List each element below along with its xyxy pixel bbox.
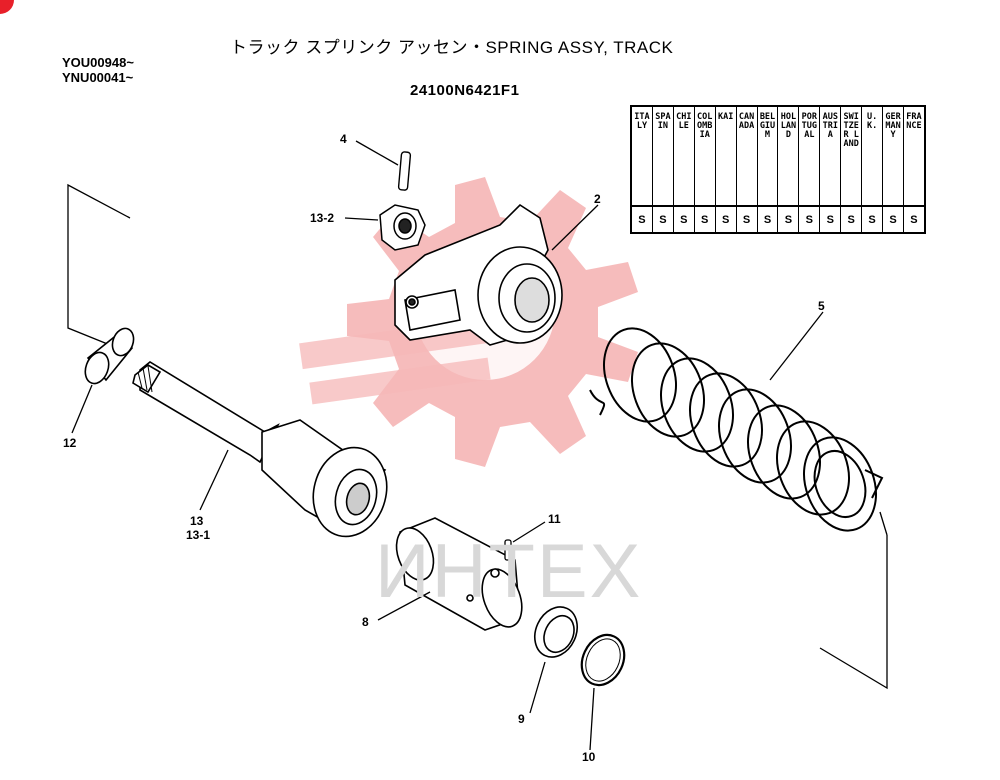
serial-range-1: YOU00948~ — [62, 55, 134, 70]
country-name: KAI — [715, 107, 736, 207]
callout-11: 11 — [548, 512, 561, 526]
country-value: S — [701, 213, 709, 226]
callout-8: 8 — [362, 615, 369, 629]
country-name: GERMANY — [883, 107, 903, 207]
watermark-text: ИНТЕХ — [375, 529, 643, 614]
country-column: U.K. S — [862, 107, 884, 232]
diagram-title: トラック スプリンク アッセン・SPRING ASSY, TRACK — [230, 38, 674, 57]
country-value: S — [659, 213, 667, 226]
serial-range: YOU00948~ YNU00041~ — [62, 55, 134, 85]
callout-10: 10 — [582, 750, 596, 764]
country-name: HOLLAND — [778, 107, 799, 207]
country-value: S — [680, 213, 688, 226]
country-column: BELGIUM S — [757, 107, 779, 232]
country-name: ITALY — [632, 107, 652, 207]
country-name: PORTUGAL — [799, 107, 820, 207]
country-value: S — [826, 213, 834, 226]
part-9-washer — [534, 606, 578, 658]
callout-9: 9 — [518, 712, 525, 726]
part-12-collar — [84, 327, 135, 385]
country-name: AUSTRIA — [820, 107, 841, 207]
country-value: S — [763, 213, 772, 226]
country-name: U.K. — [862, 107, 883, 207]
country-column: FRANCE S — [903, 107, 924, 232]
corner-mark-icon — [0, 0, 14, 14]
callout-12: 12 — [63, 436, 77, 450]
country-column: CANADA S — [736, 107, 758, 232]
part-8-pin — [395, 517, 523, 631]
callout-2: 2 — [594, 192, 601, 206]
country-column: GERMANY S — [883, 107, 904, 232]
country-name: CANADA — [736, 107, 757, 207]
callout-4: 4 — [340, 132, 347, 146]
country-column: HOLLAND S — [778, 107, 800, 232]
serial-range-2: YNU00041~ — [62, 70, 134, 85]
country-value: S — [721, 213, 730, 226]
country-name: SPAIN — [652, 107, 673, 207]
country-value: S — [742, 213, 751, 226]
country-value: S — [784, 213, 793, 226]
country-name: SWITZER LAND — [841, 107, 862, 207]
callout-13: 13 — [190, 514, 204, 528]
country-column: KAI S — [715, 107, 737, 232]
part-11-spring-pin — [504, 539, 512, 561]
callout-13-2: 13-2 — [310, 211, 335, 225]
country-column: AUSTRIA S — [820, 107, 842, 232]
part-4-pin — [397, 151, 412, 191]
part-13-2-nut — [379, 204, 426, 251]
part-10-snap-ring — [580, 633, 626, 687]
country-column: CHILE S — [673, 107, 695, 232]
country-value: S — [910, 213, 918, 226]
country-applicability-table: ITALY S SPAIN S CHILE S COLOMBIA S KAI S CANA… — [630, 105, 926, 234]
assembly-part-number: 24100N6421F1 — [410, 82, 520, 99]
country-column: SWITZER LAND S — [841, 107, 863, 232]
part-13-rod — [132, 361, 388, 538]
country-value: S — [638, 213, 646, 226]
part-2-yoke — [394, 203, 563, 346]
country-name: FRANCE — [903, 107, 924, 207]
country-column: ITALY S — [632, 107, 653, 232]
country-column: PORTUGAL S — [799, 107, 821, 232]
country-value: S — [868, 213, 876, 226]
country-value: S — [889, 213, 897, 226]
country-value: S — [805, 213, 813, 226]
callout-13-1: 13-1 — [186, 528, 211, 542]
country-value: S — [847, 213, 855, 226]
country-column: COLOMBIA S — [694, 107, 716, 232]
part-5-spring — [589, 327, 884, 532]
country-column: SPAIN S — [652, 107, 674, 232]
country-name: CHILE — [673, 107, 694, 207]
callout-5: 5 — [818, 299, 825, 313]
country-name: BELGIUM — [757, 107, 778, 207]
country-name: COLOMBIA — [694, 107, 715, 207]
